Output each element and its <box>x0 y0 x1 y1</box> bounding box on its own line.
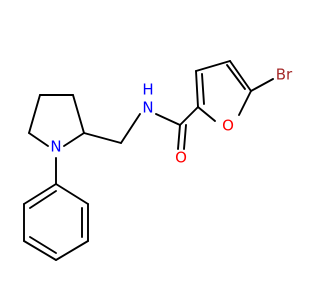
bond-pyr-c2-c3 <box>72 94 85 134</box>
bond-n-ch2 <box>120 113 141 144</box>
bond-ph-6-1 <box>23 183 57 205</box>
bond-layer <box>23 60 274 261</box>
bond-o-furan-c5 <box>238 90 252 116</box>
bromine-label: Br <box>276 66 293 84</box>
bond-ph-4-5-double <box>29 236 57 254</box>
bond-ph-1-2 <box>55 183 89 205</box>
furan-oxygen-label: O <box>222 117 234 135</box>
bond-c5-c4-double <box>226 64 246 90</box>
bond-c4-c3 <box>195 60 231 72</box>
bond-c3-c2-double <box>201 73 205 105</box>
bond-ch2-pyrrolidine-c2 <box>83 132 122 144</box>
bond-c5-br <box>250 78 274 92</box>
pyrrolidine-nitrogen-label: N <box>50 138 61 156</box>
bond-c3-c2 <box>195 70 199 108</box>
molecule-canvas: Br O O N H N <box>23 60 294 261</box>
bond-pyr-n-c2 <box>63 132 85 147</box>
molecule-structure: Br O O N H N <box>23 60 293 261</box>
bond-ph-4-5 <box>23 240 57 261</box>
bond-pyr-c5-n <box>28 132 49 147</box>
bond-carbonyl-n <box>155 113 181 126</box>
bond-carbonyl-o-double <box>183 124 187 150</box>
bond-carbonyl-o <box>177 124 181 150</box>
bond-c5-c4 <box>229 60 252 92</box>
bond-ph-6-1-double <box>29 190 57 209</box>
atom-label-layer: Br O O N H N <box>50 66 293 167</box>
amide-nitrogen-label: N <box>142 99 153 117</box>
carbonyl-oxygen-label: O <box>175 149 187 167</box>
bond-ph-3-4 <box>55 240 89 261</box>
bond-pyr-c4-c5 <box>28 94 41 134</box>
amide-hydrogen-label: H <box>142 81 153 99</box>
bond-c2-carbonyl <box>179 106 199 126</box>
bond-c2-o-furan <box>197 106 216 122</box>
